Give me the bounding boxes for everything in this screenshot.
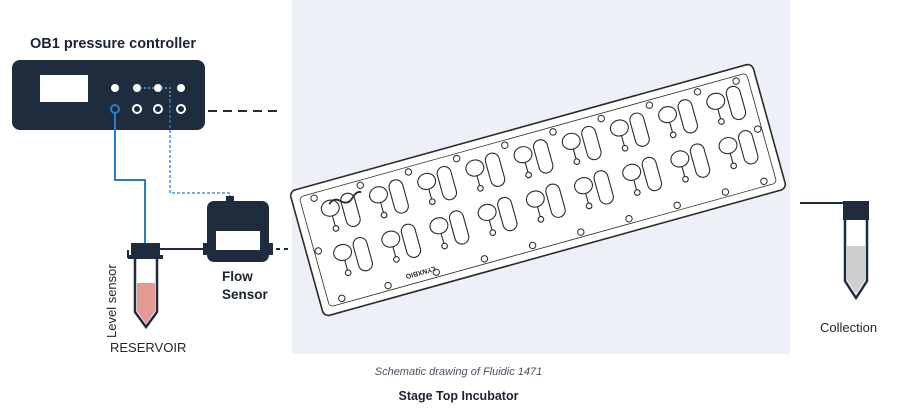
ob1-controller xyxy=(12,60,205,130)
ob1-title: OB1 pressure controller xyxy=(30,36,196,52)
flow-sensor-port-left xyxy=(203,243,208,255)
flow-sensor-display xyxy=(216,231,260,250)
level-sensor-label: Level sensor xyxy=(104,264,119,338)
chip-well xyxy=(525,183,566,223)
flow-sensor-top-nub xyxy=(226,196,234,201)
ob1-filled-ports xyxy=(111,84,185,92)
port xyxy=(111,84,119,92)
reservoir-fluid xyxy=(137,283,155,324)
ob1-internal-link xyxy=(140,87,171,100)
chip-edge-holes xyxy=(310,77,768,303)
chip-well xyxy=(368,179,409,219)
chip-wells xyxy=(320,85,759,277)
chip-well xyxy=(465,152,506,192)
reservoir-label: RESERVOIR xyxy=(110,340,187,355)
chip-well xyxy=(622,156,663,196)
chip-well xyxy=(706,85,747,125)
chip-well xyxy=(718,130,759,170)
chip-inner-outline xyxy=(299,73,777,307)
ob1-display xyxy=(40,75,88,102)
collection-tube xyxy=(800,201,869,301)
reservoir-cap-band xyxy=(128,255,163,259)
pressure-tubing xyxy=(114,113,146,243)
collection-cap xyxy=(843,201,869,220)
figure-caption: Schematic drawing of Fluidic 1471 xyxy=(374,366,543,378)
flow-sensor-label: Flow Sensor xyxy=(222,268,268,304)
port xyxy=(132,104,142,114)
chip-well xyxy=(417,165,458,206)
chip-well xyxy=(429,210,470,250)
chip-well xyxy=(381,223,422,263)
port xyxy=(177,84,185,92)
chip-well xyxy=(658,99,698,139)
stage-title: Stage Top Incubator xyxy=(398,389,519,403)
reservoir xyxy=(127,243,163,330)
chip-well xyxy=(609,112,650,152)
reservoir-cap xyxy=(131,243,160,257)
collection-label: Collection xyxy=(820,320,878,335)
flow-sensor-port-right xyxy=(268,243,273,255)
chip-well xyxy=(333,236,373,277)
port xyxy=(133,84,141,92)
port xyxy=(176,104,186,114)
collection-fluid xyxy=(847,246,865,294)
port xyxy=(154,84,162,92)
flow-sensor-label-line1: Flow xyxy=(222,269,253,284)
chip-well xyxy=(670,143,711,183)
flow-sensor-label-line2: Sensor xyxy=(222,287,268,302)
port xyxy=(153,104,163,114)
fluidic-chip: LYNXBIO xyxy=(289,63,787,317)
chip-well xyxy=(574,170,614,210)
chip-well xyxy=(320,192,361,232)
chip-logo-mark xyxy=(328,191,362,205)
chip-well xyxy=(561,125,602,165)
chip-well xyxy=(513,139,554,179)
chip-well xyxy=(477,196,518,236)
flow-sensor xyxy=(203,196,273,262)
